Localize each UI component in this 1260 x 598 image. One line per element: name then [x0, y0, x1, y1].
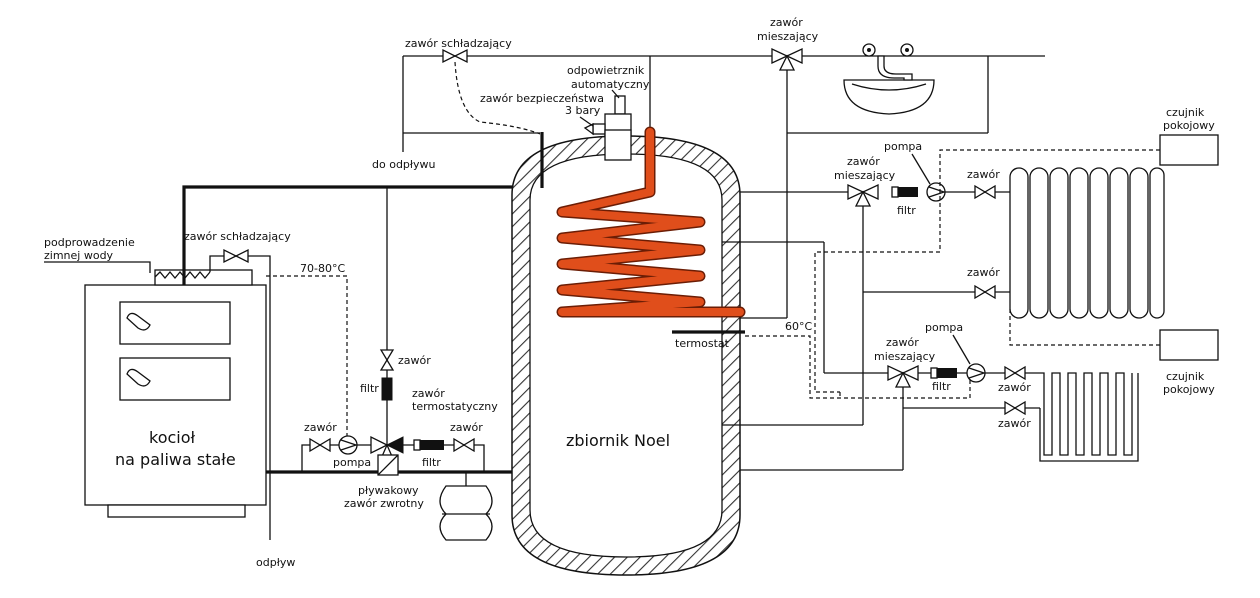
mixing-valve-top-icon: [771, 47, 803, 71]
pump-r2-icon: [966, 363, 987, 383]
label-valve-r1-b: zawór: [967, 266, 1000, 279]
cooling-valve-top-icon: [442, 48, 468, 64]
label-filter-horizontal: filtr: [422, 456, 441, 469]
mixing-valve-r1-icon: [847, 183, 879, 207]
label-safety-valve-2: 3 bary: [565, 104, 601, 117]
pump-left-icon: [338, 435, 359, 455]
expansion-vessel-icon: [439, 472, 493, 541]
pump-r1-icon: [926, 182, 947, 202]
valve-right-mid-icon: [453, 437, 475, 453]
valve-r2-a-icon: [1004, 365, 1026, 381]
label-air-vent-1: odpowietrznik: [567, 64, 645, 77]
valve-r1-b-icon: [974, 284, 996, 300]
label-mixing-valve-top-1: zawór: [770, 16, 803, 29]
valve-vertical-icon: [379, 349, 395, 371]
boiler-solid-fuel: [84, 269, 267, 518]
label-mixing-valve-r1-1: zawór: [847, 155, 880, 168]
filter-r1-icon: [891, 186, 918, 198]
label-float-valve-2: zawór zwrotny: [344, 497, 424, 510]
label-pump-r1: pompa: [884, 140, 922, 153]
filter-r2-icon: [930, 367, 957, 379]
label-room-sensor-bottom-1: czujnik: [1166, 370, 1205, 383]
label-mixing-valve-top-2: mieszający: [757, 30, 819, 43]
label-valve-right-mid: zawór: [450, 421, 483, 434]
label-cold-water-1: podprowadzenie: [44, 236, 135, 249]
label-mixing-valve-r1-2: mieszający: [834, 169, 896, 182]
label-thermostat: termostat: [675, 337, 730, 350]
label-valve-vertical: zawór: [398, 354, 431, 367]
sink-faucet-icon: [843, 43, 935, 115]
label-safety-valve-1: zawór bezpieczeństwa: [480, 92, 604, 105]
valve-r2-b-icon: [1004, 400, 1026, 416]
label-valve-r2-b: zawór: [998, 417, 1031, 430]
label-cooling-valve-top: zawór schładzający: [405, 37, 512, 50]
air-vent-stem: [604, 129, 632, 161]
boiler-label-2: na paliwa stałe: [115, 450, 236, 469]
filter-horizontal-icon: [413, 439, 444, 451]
label-60c: 60°C: [785, 320, 812, 333]
label-mixing-valve-r2-1: zawór: [886, 336, 919, 349]
label-cooling-valve-boiler: zawór schładzający: [184, 230, 291, 243]
mixing-valve-r2-icon: [887, 364, 919, 388]
float-check-valve-icon: [377, 454, 399, 476]
label-float-valve-1: pływakowy: [358, 484, 419, 497]
label-valve-r1-a: zawór: [967, 168, 1000, 181]
label-filter-r1: filtr: [897, 204, 916, 217]
label-air-vent-2: automatyczny: [571, 78, 650, 91]
flame-icon: [126, 312, 151, 387]
room-sensor-bottom-icon: [1159, 329, 1219, 361]
boiler-label-1: kocioł: [149, 428, 196, 447]
right-piping: [722, 191, 1040, 471]
heating-coil-fill: [558, 128, 744, 316]
room-sensor-top-icon: [1159, 134, 1219, 166]
label-cold-water-2: zimnej wody: [44, 249, 114, 262]
top-piping: [402, 55, 1045, 318]
label-drain: odpływ: [256, 556, 295, 569]
label-70-80c: 70-80°C: [300, 262, 345, 275]
label-room-sensor-top-2: pokojowy: [1163, 119, 1215, 132]
tank-label: zbiornik Noel: [566, 431, 670, 450]
radiator-icon: [1009, 167, 1165, 319]
label-thermostatic-valve-1: zawór: [412, 387, 445, 400]
label-pump-r2: pompa: [925, 321, 963, 334]
heating-coil: [556, 126, 746, 318]
valve-r1-a-icon: [974, 184, 996, 200]
label-room-sensor-top-1: czujnik: [1166, 106, 1205, 119]
label-filter-r2: filtr: [932, 380, 951, 393]
label-pump-left: pompa: [333, 456, 371, 469]
label-to-drain: do odpływu: [372, 158, 436, 171]
floor-heating-icon: [1039, 372, 1139, 462]
safety-valve-icon: [583, 122, 606, 136]
valve-left-icon: [309, 437, 331, 453]
label-thermostatic-valve-2: termostatyczny: [412, 400, 498, 413]
label-room-sensor-bottom-2: pokojowy: [1163, 383, 1215, 396]
label-valve-left: zawór: [304, 421, 337, 434]
label-mixing-valve-r2-2: mieszający: [874, 350, 936, 363]
label-filter-vertical: filtr: [360, 382, 379, 395]
filter-vertical-icon: [381, 377, 393, 401]
cooling-valve-boiler-icon: [223, 248, 249, 264]
label-valve-r2-a: zawór: [998, 381, 1031, 394]
